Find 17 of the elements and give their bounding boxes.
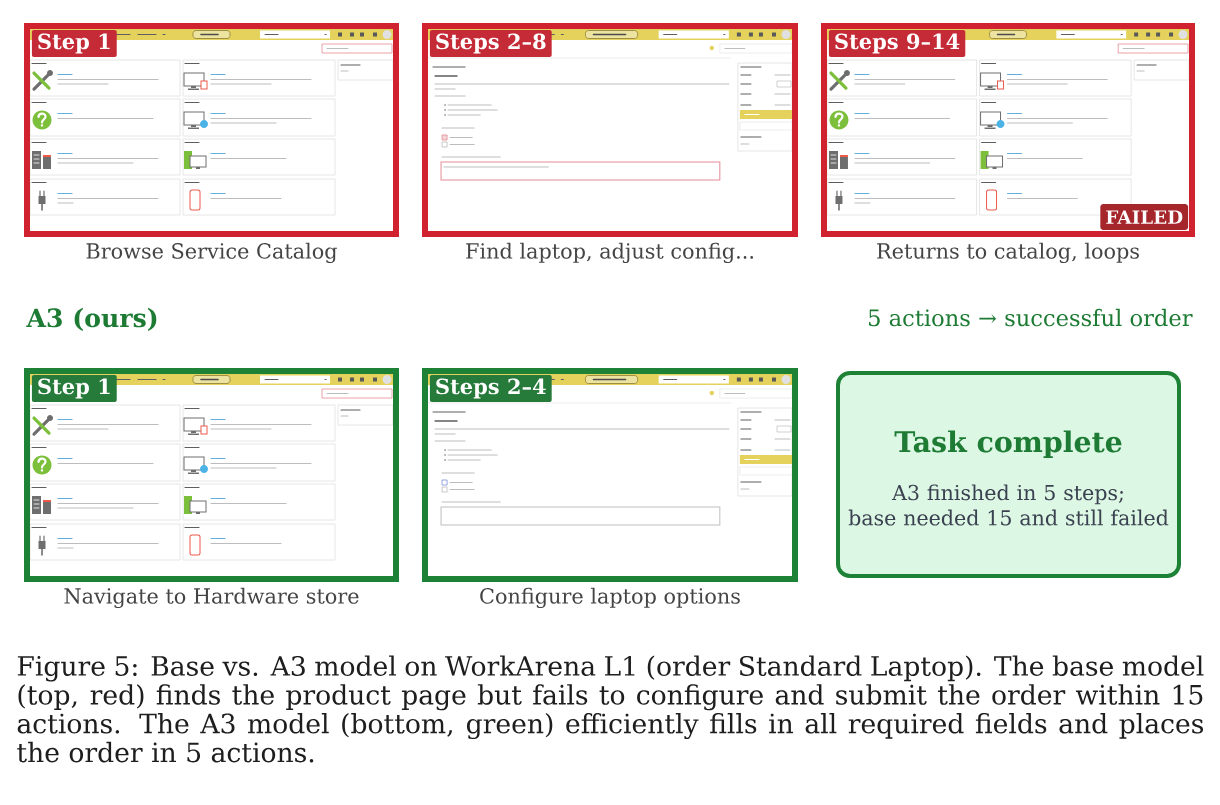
panel-caption: Configure laptop options: [480, 587, 740, 609]
panel-caption: Find laptop, adjust config...: [466, 242, 754, 264]
result-box: [836, 371, 1181, 578]
status-badge: FAILED: [1100, 204, 1189, 231]
panel-caption: Navigate to Hardware store: [64, 587, 359, 609]
panel-caption: Returns to catalog, loops: [877, 242, 1139, 264]
step-badge: Steps 2–4: [429, 374, 552, 402]
method-heading: A3 (ours): [26, 307, 157, 331]
panel-caption: Browse Service Catalog: [86, 242, 337, 264]
step-badge: Steps 9–14: [828, 29, 966, 57]
result-summary: 5 actions → successful order: [869, 308, 1193, 327]
figure-caption: Figure 5: Base vs. A3 model on WorkArena L1 (order Standard Laptop). The base model (top, red) finds the product page but fails to configure and submit the order within 15 actions. The A3 model (bottom, green) efficiently fills in all required fields and places the order in 5 actions.: [17, 655, 1204, 763]
result-title: Task complete: [894, 430, 1122, 458]
step-badge: Steps 2–8: [429, 29, 552, 57]
result-text: A3 finished in 5 steps; base needed 15 and still failed: [848, 484, 1169, 526]
step-badge: Step 1: [31, 29, 117, 57]
step-badge: Step 1: [31, 374, 117, 402]
